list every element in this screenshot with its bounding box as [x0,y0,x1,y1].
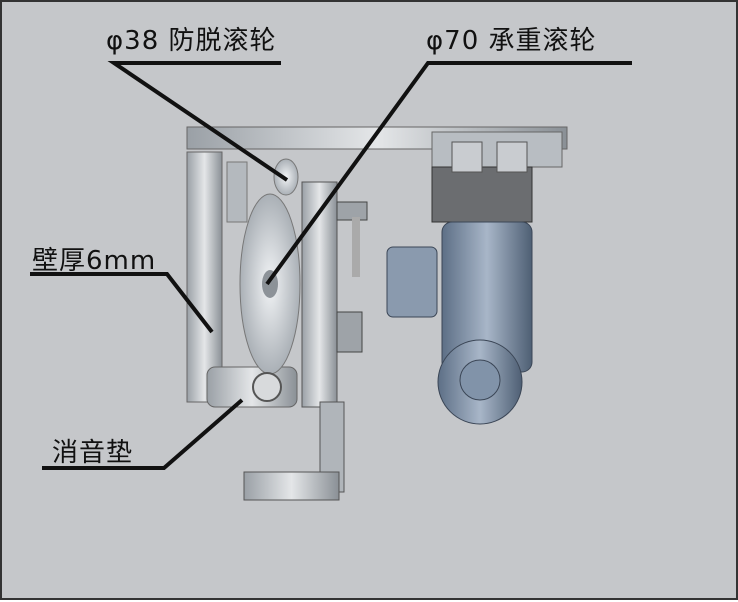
label-silencer-pad: 消音垫 [52,438,134,468]
motor [386,141,533,425]
label-load-wheel: φ70 承重滚轮 [426,26,597,56]
label-anti-derail-wheel: φ38 防脱滚轮 [106,26,277,56]
leader-lines [30,61,632,470]
label-wall-thickness: 壁厚6mm [32,246,157,276]
bracket [243,181,368,501]
silencer-pad [252,372,282,402]
